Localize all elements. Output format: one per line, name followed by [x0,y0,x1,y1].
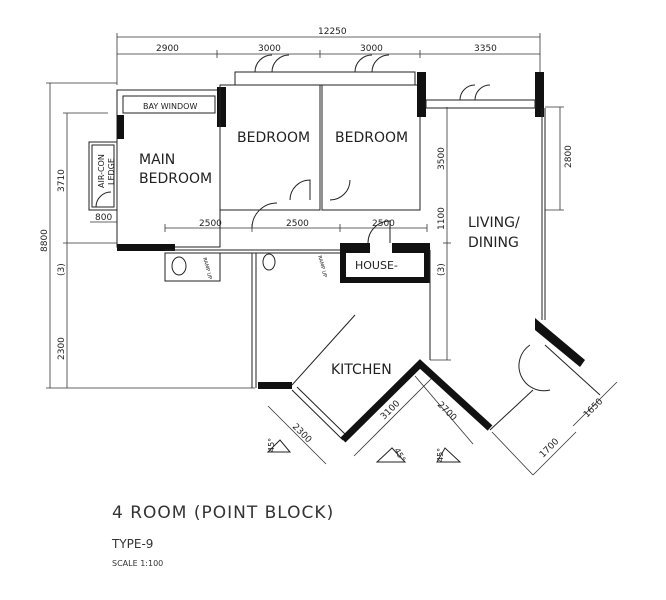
dim-overall-depth: 8800 [40,229,50,252]
plan-title: 4 ROOM (POINT BLOCK) [112,503,335,523]
dim-top: 3000 [258,44,281,54]
dim-top: 2900 [156,44,179,54]
dim-diagonal: 2300 [290,422,313,445]
label-living: LIVING/ [468,215,520,231]
angle-marker [436,447,462,463]
plan-type: TYPE-9 [112,537,154,551]
label-main-bedroom: MAIN [139,152,175,168]
aircon-ledge [88,141,118,211]
walls [88,54,601,463]
angle-marker [375,447,407,463]
dim-top: 3350 [474,44,497,54]
dim-left: 3710 [57,169,67,192]
label-ramp: RAMP UP [201,257,213,280]
label-bay-window: BAY WINDOW [143,102,197,111]
dim-right-outer: 2800 [564,145,574,168]
label-aircon: AIR-CON [97,154,106,188]
toilet-icon [171,256,187,276]
label-bedroom: BEDROOM [335,130,408,146]
dim-right-inner: 1100 [437,207,447,230]
dim-mid: 2500 [199,219,222,229]
dim-diagonal: 1700 [538,437,561,460]
dim-mid: 2500 [286,219,309,229]
label-kitchen: KITCHEN [331,362,392,378]
bay-window [122,95,216,114]
dim-angle: 45° [436,448,445,462]
label-ramp: RAMP UP [316,255,328,278]
dim-left: 2300 [57,337,67,360]
plan-scale: SCALE 1:100 [112,559,164,568]
dimension-lines [46,33,618,476]
dim-overall-width: 12250 [318,27,347,37]
dim-diagonal: 2700 [435,400,458,423]
label-bedroom: BEDROOM [237,130,310,146]
dim-top: 3000 [360,44,383,54]
dim-right-inner: 3500 [437,147,447,170]
dim-mid: 2500 [372,219,395,229]
dim-marker: (3) [437,263,447,276]
dim-angle: 45° [392,447,407,464]
dim-angle: 45° [267,438,276,452]
toilet-icon [262,253,276,271]
dim-diagonal: 1650 [582,397,605,420]
dim-ledge: 800 [95,213,112,223]
dim-marker: (3) [57,263,67,276]
label-ledge: LEDGE [107,158,116,185]
label-dining: DINING [468,235,519,251]
angle-marker [266,439,292,453]
label-main-bedroom: BEDROOM [139,171,212,187]
label-household-shelter: HOUSE- [355,259,398,272]
